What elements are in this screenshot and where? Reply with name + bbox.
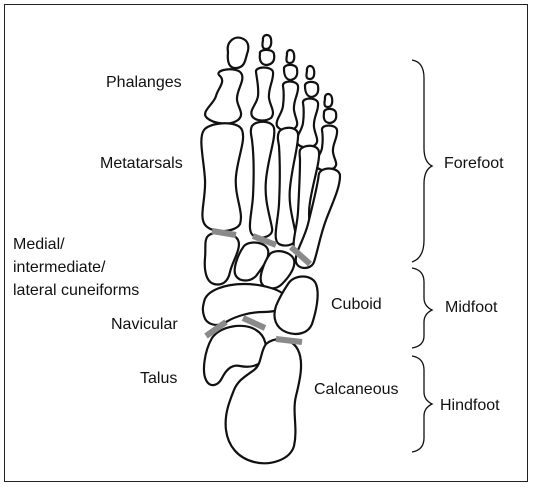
- proximal-phalanx-1: [205, 69, 242, 123]
- label-calcaneous: Calcaneous: [314, 378, 399, 401]
- metatarsal-3: [276, 128, 298, 246]
- metatarsal-2: [250, 122, 274, 238]
- proximal-phalanx-2: [251, 68, 273, 121]
- metatarsal-1: [201, 123, 243, 231]
- middle-phalanx-4: [305, 82, 318, 97]
- distal-phalanx-4: [306, 66, 314, 79]
- label-metatarsals: Metatarsals: [100, 152, 183, 175]
- label-talus: Talus: [140, 367, 177, 390]
- middle-phalanx-2: [260, 50, 274, 65]
- joint-marker-medial: [212, 231, 236, 235]
- region-midfoot: Midfoot: [445, 296, 497, 319]
- joint-marker-calcaneocuboid: [276, 339, 302, 342]
- proximal-phalanx-4: [297, 99, 318, 148]
- label-cuneiforms-line-1: Medial/: [13, 233, 65, 256]
- label-cuboid: Cuboid: [331, 293, 382, 316]
- distal-phalanx-1: [228, 38, 249, 68]
- label-cuneiforms-line-2: intermediate/: [13, 256, 106, 279]
- label-cuneiforms-line-3: lateral cuneiforms: [13, 279, 139, 302]
- distal-phalanx-3: [286, 50, 294, 63]
- middle-phalanx-5: [324, 109, 337, 123]
- proximal-phalanx-3: [277, 82, 298, 131]
- distal-phalanx-5: [324, 94, 332, 107]
- label-phalanges: Phalanges: [106, 71, 182, 94]
- region-forefoot: Forefoot: [444, 152, 504, 175]
- forefoot-brace: [412, 60, 432, 262]
- label-navicular: Navicular: [111, 313, 178, 336]
- medial-cuneiform: [205, 233, 239, 285]
- middle-phalanx-3: [284, 65, 297, 80]
- distal-phalanx-2: [262, 35, 271, 49]
- hindfoot-brace: [412, 356, 432, 452]
- midfoot-brace: [412, 268, 432, 348]
- region-hindfoot: Hindfoot: [440, 394, 500, 417]
